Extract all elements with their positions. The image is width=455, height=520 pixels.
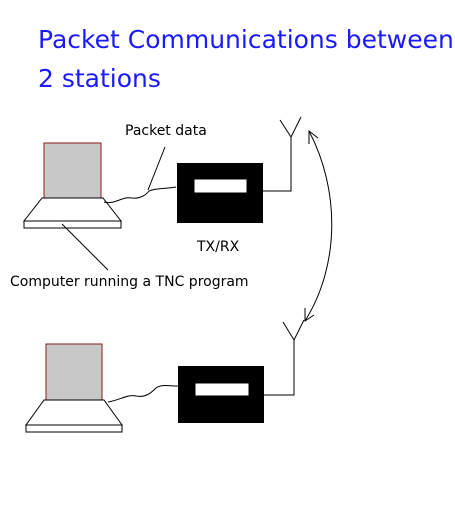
packet-data-label: Packet data — [125, 123, 207, 139]
computer-pointer — [61, 223, 109, 271]
station-2 — [25, 319, 305, 433]
station-1 — [22, 116, 302, 271]
radio-2 — [178, 366, 264, 423]
computer-label: Computer running a TNC program — [10, 274, 249, 290]
laptop-front-2 — [25, 424, 123, 433]
laptop-keyboard-2 — [25, 399, 123, 426]
title-line-2: 2 stations — [38, 64, 161, 93]
antenna-1 — [279, 116, 302, 139]
cable-laptop-to-radio-1 — [103, 186, 177, 204]
antenna-feed-1 — [263, 137, 292, 192]
radio-link-arrowhead-top — [308, 129, 319, 144]
antenna-feed-2 — [264, 340, 295, 396]
radio-link-arrow — [304, 129, 333, 322]
title-line-1: Packet Communications between — [38, 25, 454, 54]
cable-laptop-to-radio-2 — [107, 385, 179, 403]
txrx-label: TX/RX — [197, 239, 240, 255]
antenna-2 — [282, 319, 305, 342]
radio-display-2 — [194, 382, 250, 397]
radio-link-arrowhead-bottom — [304, 308, 315, 322]
laptop-1 — [22, 142, 123, 229]
radio-display-1 — [193, 178, 248, 194]
packet-data-pointer — [147, 146, 166, 191]
laptop-keyboard-1 — [22, 197, 123, 222]
laptop-front-1 — [23, 220, 122, 229]
laptop-screen-2 — [45, 343, 103, 401]
radio-1 — [177, 163, 263, 223]
radio-link-curve — [304, 130, 333, 322]
laptop-screen-1 — [43, 142, 102, 199]
laptop-2 — [25, 343, 123, 433]
